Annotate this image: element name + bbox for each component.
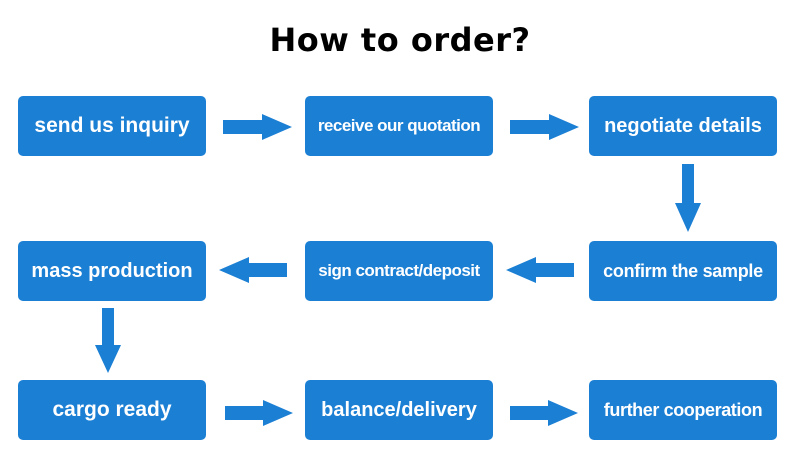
arrow-negotiate-to-confirm [675, 164, 701, 232]
page-title: How to order? [269, 21, 531, 59]
step-further-cooperation: further cooperation [589, 380, 777, 440]
step-balance-delivery: balance/delivery [305, 380, 493, 440]
step-mass-production: mass production [18, 241, 206, 301]
step-sign-contract-deposit: sign contract/deposit [305, 241, 493, 301]
arrow-production-to-cargo [95, 308, 121, 373]
arrow-quotation-to-negotiate [510, 114, 579, 140]
arrow-inquiry-to-quotation [223, 114, 292, 140]
arrow-contract-to-production [219, 257, 287, 283]
arrow-balance-to-cooperation [510, 400, 578, 426]
step-send-us-inquiry: send us inquiry [18, 96, 206, 156]
step-cargo-ready: cargo ready [18, 380, 206, 440]
step-confirm-the-sample: confirm the sample [589, 241, 777, 301]
step-negotiate-details: negotiate details [589, 96, 777, 156]
arrow-cargo-to-balance [225, 400, 293, 426]
step-receive-our-quotation: receive our quotation [305, 96, 493, 156]
arrow-confirm-to-contract [506, 257, 574, 283]
